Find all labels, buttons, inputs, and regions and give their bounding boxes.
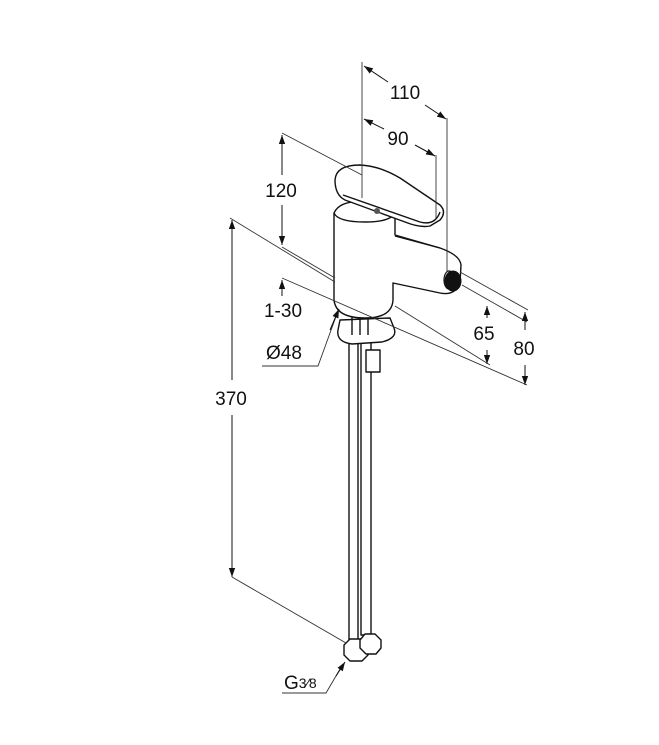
dim-65-label: 65 xyxy=(473,324,494,345)
dim-370-label: 370 xyxy=(215,389,247,410)
thread-label: G3⁄8 xyxy=(284,673,317,694)
dim-120-label: 120 xyxy=(265,181,297,202)
dim-90-label: 90 xyxy=(387,129,408,150)
dim-diameter-label: Ø48 xyxy=(266,343,302,364)
dim-1-30-label: 1-30 xyxy=(264,301,302,322)
dim-110-label: 110 xyxy=(390,83,420,104)
thread-letter: G xyxy=(284,673,299,694)
thread-fraction: 3⁄8 xyxy=(299,675,317,691)
mounting-bracket xyxy=(337,300,396,373)
dim-80-label: 80 xyxy=(513,339,534,360)
supply-hoses xyxy=(343,329,382,662)
dimension-lines xyxy=(228,62,529,694)
spout-outlet xyxy=(444,270,462,292)
